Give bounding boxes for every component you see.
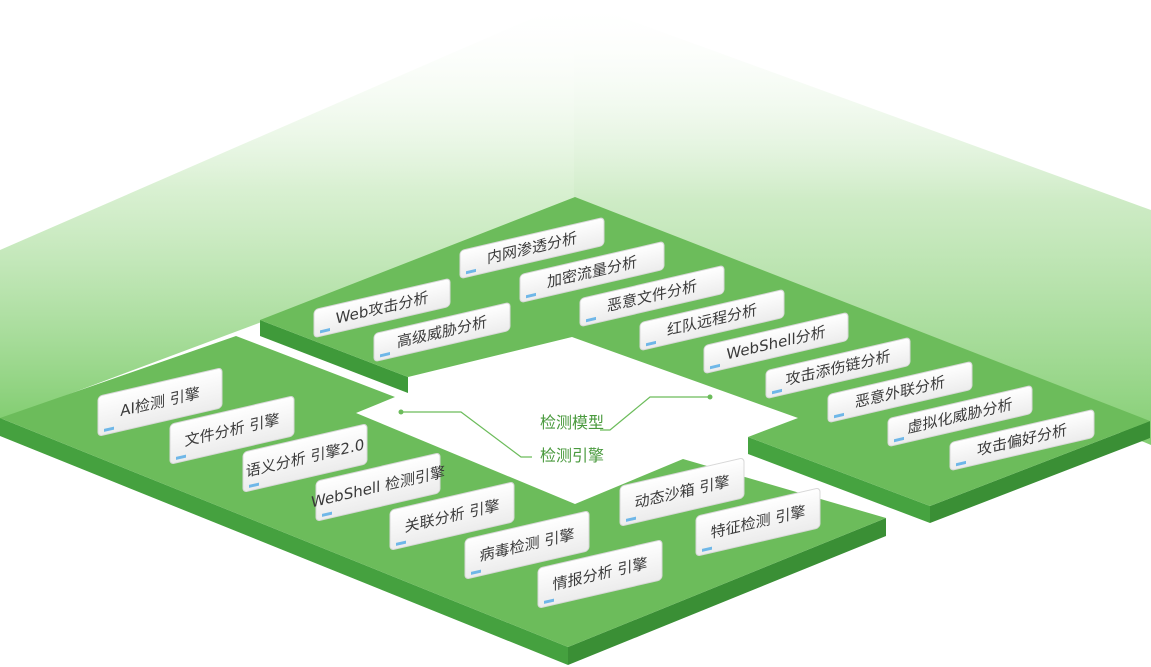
back-walls bbox=[0, 0, 1151, 445]
module-card[interactable]: WebShell分析 bbox=[703, 312, 849, 374]
left-wall bbox=[0, 0, 574, 420]
engine-platform-side-right bbox=[568, 518, 886, 665]
engine-connector-dot bbox=[398, 409, 404, 415]
center-labels: 检测模型 检测引擎 bbox=[540, 413, 604, 465]
engine-connector bbox=[401, 411, 532, 458]
connector-lines bbox=[398, 394, 713, 458]
right-wall bbox=[574, 0, 1151, 445]
module-card[interactable]: 关联分析 引擎 bbox=[389, 481, 515, 551]
engine-center-label: 检测引擎 bbox=[540, 446, 604, 465]
module-card[interactable]: AI检测 引擎 bbox=[97, 367, 223, 437]
module-card[interactable]: 文件分析 引擎 bbox=[169, 395, 295, 465]
model-center-label: 检测模型 bbox=[540, 413, 604, 432]
model-connector-dot bbox=[707, 394, 713, 400]
model-platform-side-right bbox=[930, 421, 1150, 523]
model-modules: 内网渗透分析 Web攻击分析 加密流量分析 高级威胁分析 恶意文件分析 红队远程… bbox=[313, 217, 1095, 471]
model-platform-side-front bbox=[748, 437, 930, 523]
module-card[interactable]: 病毒检测 引擎 bbox=[464, 510, 590, 580]
model-platform-side bbox=[260, 320, 408, 393]
engine-platform-side-left bbox=[0, 418, 568, 665]
model-connector bbox=[600, 396, 710, 431]
